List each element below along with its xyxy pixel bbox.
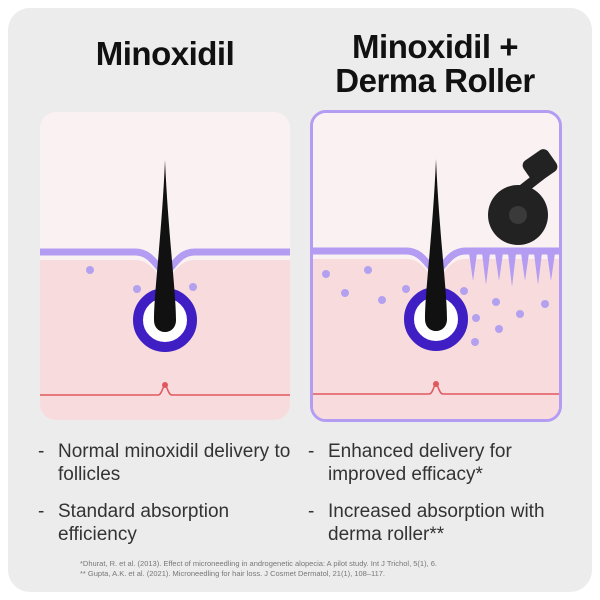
skin-cross-section-microneedling bbox=[313, 113, 559, 419]
bullet-dash: - bbox=[38, 501, 45, 522]
minoxidil-particles bbox=[322, 266, 549, 346]
derma-roller-icon bbox=[488, 149, 558, 245]
bullet-dash: - bbox=[308, 441, 315, 462]
minoxidil-particle bbox=[460, 287, 468, 295]
minoxidil-particle bbox=[516, 310, 524, 318]
minoxidil-particle bbox=[495, 325, 503, 333]
minoxidil-particle bbox=[402, 285, 410, 293]
reference-1: *Dhurat, R. et al. (2013). Effect of mic… bbox=[80, 559, 437, 568]
minoxidil-particle bbox=[378, 296, 386, 304]
minoxidil-particle bbox=[492, 298, 500, 306]
hair-shaft bbox=[425, 159, 447, 331]
minoxidil-particle bbox=[133, 285, 141, 293]
benefit-item: - Normal minoxidil delivery to follicles bbox=[38, 440, 293, 486]
minoxidil-particle bbox=[471, 338, 479, 346]
minoxidil-particle bbox=[472, 314, 480, 322]
derma-roller-skin-diagram bbox=[310, 110, 562, 422]
bullet-dash: - bbox=[308, 501, 315, 522]
minoxidil-particle bbox=[189, 283, 197, 291]
blood-vessel-bulge bbox=[433, 381, 439, 387]
derma-roller-benefits-list: - Enhanced delivery for improved efficac… bbox=[308, 440, 563, 560]
benefit-item: - Increased absorption with derma roller… bbox=[308, 500, 563, 546]
blood-vessel-bulge bbox=[162, 382, 168, 388]
minoxidil-title: Minoxidil bbox=[95, 35, 235, 72]
benefit-item: - Standard absorption efficiency bbox=[38, 500, 293, 546]
skin-cross-section bbox=[40, 112, 290, 420]
hair-shaft bbox=[154, 160, 176, 332]
benefit-text: Increased absorption with derma roller** bbox=[328, 501, 545, 545]
minoxidil-particle bbox=[86, 266, 94, 274]
roller-axle bbox=[509, 206, 527, 224]
minoxidil-particle bbox=[541, 300, 549, 308]
minoxidil-derma-roller-title: Minoxidil + Derma Roller bbox=[335, 28, 535, 99]
benefit-text: Standard absorption efficiency bbox=[58, 501, 230, 545]
benefit-text: Normal minoxidil delivery to follicles bbox=[58, 441, 291, 485]
minoxidil-benefits-list: - Normal minoxidil delivery to follicles… bbox=[38, 440, 293, 560]
minoxidil-particle bbox=[364, 266, 372, 274]
minoxidil-particle bbox=[322, 270, 330, 278]
bullet-dash: - bbox=[38, 441, 45, 462]
roller-handle bbox=[522, 149, 558, 183]
microneedle-channels bbox=[469, 253, 555, 287]
reference-2: ** Gupta, A.K. et al. (2021). Microneedl… bbox=[80, 569, 386, 578]
minoxidil-particle bbox=[341, 289, 349, 297]
benefit-item: - Enhanced delivery for improved efficac… bbox=[308, 440, 563, 486]
minoxidil-skin-diagram bbox=[40, 112, 290, 420]
benefit-text: Enhanced delivery for improved efficacy* bbox=[328, 441, 512, 485]
references: *Dhurat, R. et al. (2013). Effect of mic… bbox=[80, 559, 437, 579]
